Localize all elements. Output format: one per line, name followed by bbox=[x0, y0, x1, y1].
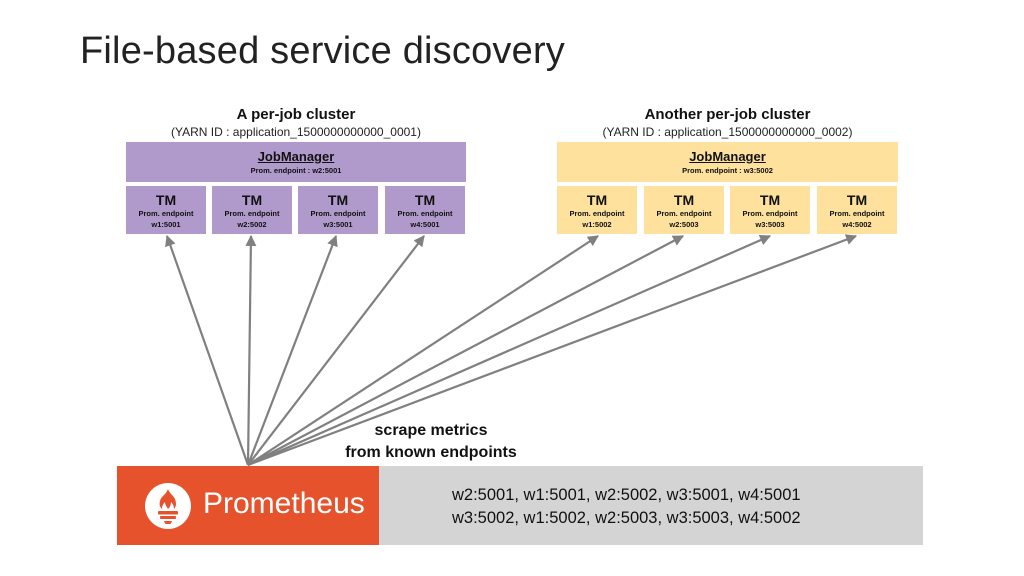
tm-endpoint-label: Prom. endpoint bbox=[829, 209, 885, 218]
cluster1-subtitle: (YARN ID : application_1500000000000_000… bbox=[171, 125, 421, 139]
tm-endpoint-label: Prom. endpoint bbox=[138, 209, 194, 218]
tm-endpoint: w4:5002 bbox=[842, 220, 872, 229]
tm-endpoint-label: Prom. endpoint bbox=[656, 209, 712, 218]
cluster1-tm-1: TM Prom. endpoint w1:5001 bbox=[126, 186, 206, 234]
tm-endpoint-label: Prom. endpoint bbox=[224, 209, 280, 218]
tm-endpoint: w2:5003 bbox=[669, 220, 699, 229]
endpoints-list-box: w2:5001, w1:5001, w2:5002, w3:5001, w4:5… bbox=[379, 466, 923, 545]
arrow-to-c2-tm3 bbox=[247, 234, 772, 467]
tm-label: TM bbox=[414, 192, 436, 208]
cluster2-tm-3: TM Prom. endpoint w3:5003 bbox=[730, 186, 810, 234]
cluster1-title: A per-job cluster bbox=[236, 106, 356, 123]
scrape-caption-line1: scrape metrics bbox=[374, 422, 488, 439]
tm-label: TM bbox=[586, 192, 608, 208]
arrow-to-c1-tm4 bbox=[247, 235, 425, 466]
cluster2-subtitle: (YARN ID : application_1500000000000_000… bbox=[602, 125, 853, 139]
tm-endpoint-label: Prom. endpoint bbox=[742, 209, 798, 218]
tm-endpoint-label: Prom. endpoint bbox=[569, 209, 625, 218]
jobmanager-endpoint: Prom. endpoint : w2:5001 bbox=[250, 166, 342, 175]
endpoints-line-2: w3:5002, w1:5002, w2:5003, w3:5003, w4:5… bbox=[452, 509, 801, 527]
cluster2-tm-2: TM Prom. endpoint w2:5003 bbox=[644, 186, 724, 234]
cluster2-jobmanager: JobManager Prom. endpoint : w3:5002 bbox=[557, 142, 898, 182]
arrow-to-c2-tm2 bbox=[247, 235, 684, 466]
arrow-to-c1-tm2 bbox=[245, 234, 257, 466]
cluster1-jobmanager: JobManager Prom. endpoint : w2:5001 bbox=[126, 142, 466, 182]
arrow-to-c2-tm4 bbox=[247, 234, 858, 467]
scrape-caption-line2: from known endpoints bbox=[345, 444, 517, 461]
jobmanager-label: JobManager bbox=[257, 149, 335, 164]
scrape-caption: scrape metrics from known endpoints bbox=[300, 420, 562, 464]
arrow-to-c1-tm3 bbox=[246, 234, 338, 466]
tm-label: TM bbox=[846, 192, 868, 208]
tm-label: TM bbox=[759, 192, 781, 208]
tm-endpoint-label: Prom. endpoint bbox=[397, 209, 453, 218]
cluster2-tm-4: TM Prom. endpoint w4:5002 bbox=[817, 186, 897, 234]
page-title: File-based service discovery bbox=[80, 30, 565, 72]
tm-endpoint: w3:5001 bbox=[323, 220, 353, 229]
arrow-to-c1-tm1 bbox=[165, 234, 250, 466]
tm-endpoint: w2:5002 bbox=[237, 220, 267, 229]
tm-label: TM bbox=[327, 192, 349, 208]
jobmanager-label: JobManager bbox=[689, 149, 766, 164]
prometheus-flame-icon bbox=[145, 483, 191, 529]
tm-endpoint: w1:5001 bbox=[151, 220, 181, 229]
endpoints-line-1: w2:5001, w1:5001, w2:5002, w3:5001, w4:5… bbox=[452, 486, 801, 504]
tm-label: TM bbox=[241, 192, 263, 208]
cluster2-title: Another per-job cluster bbox=[644, 106, 811, 123]
prometheus-name: Prometheus bbox=[203, 487, 365, 520]
tm-endpoint: w1:5002 bbox=[582, 220, 612, 229]
cluster1-tm-4: TM Prom. endpoint w4:5001 bbox=[385, 186, 465, 234]
tm-endpoint: w4:5001 bbox=[410, 220, 440, 229]
cluster2-tm-1: TM Prom. endpoint w1:5002 bbox=[557, 186, 637, 234]
jobmanager-endpoint: Prom. endpoint : w3:5002 bbox=[682, 166, 773, 175]
cluster1-tm-3: TM Prom. endpoint w3:5001 bbox=[298, 186, 378, 234]
prometheus-box: Prometheus bbox=[117, 466, 379, 545]
tm-label: TM bbox=[673, 192, 695, 208]
arrow-to-c2-tm1 bbox=[247, 235, 599, 466]
tm-endpoint-label: Prom. endpoint bbox=[310, 209, 366, 218]
tm-label: TM bbox=[155, 192, 177, 208]
cluster1-tm-2: TM Prom. endpoint w2:5002 bbox=[212, 186, 292, 234]
tm-endpoint: w3:5003 bbox=[755, 220, 785, 229]
